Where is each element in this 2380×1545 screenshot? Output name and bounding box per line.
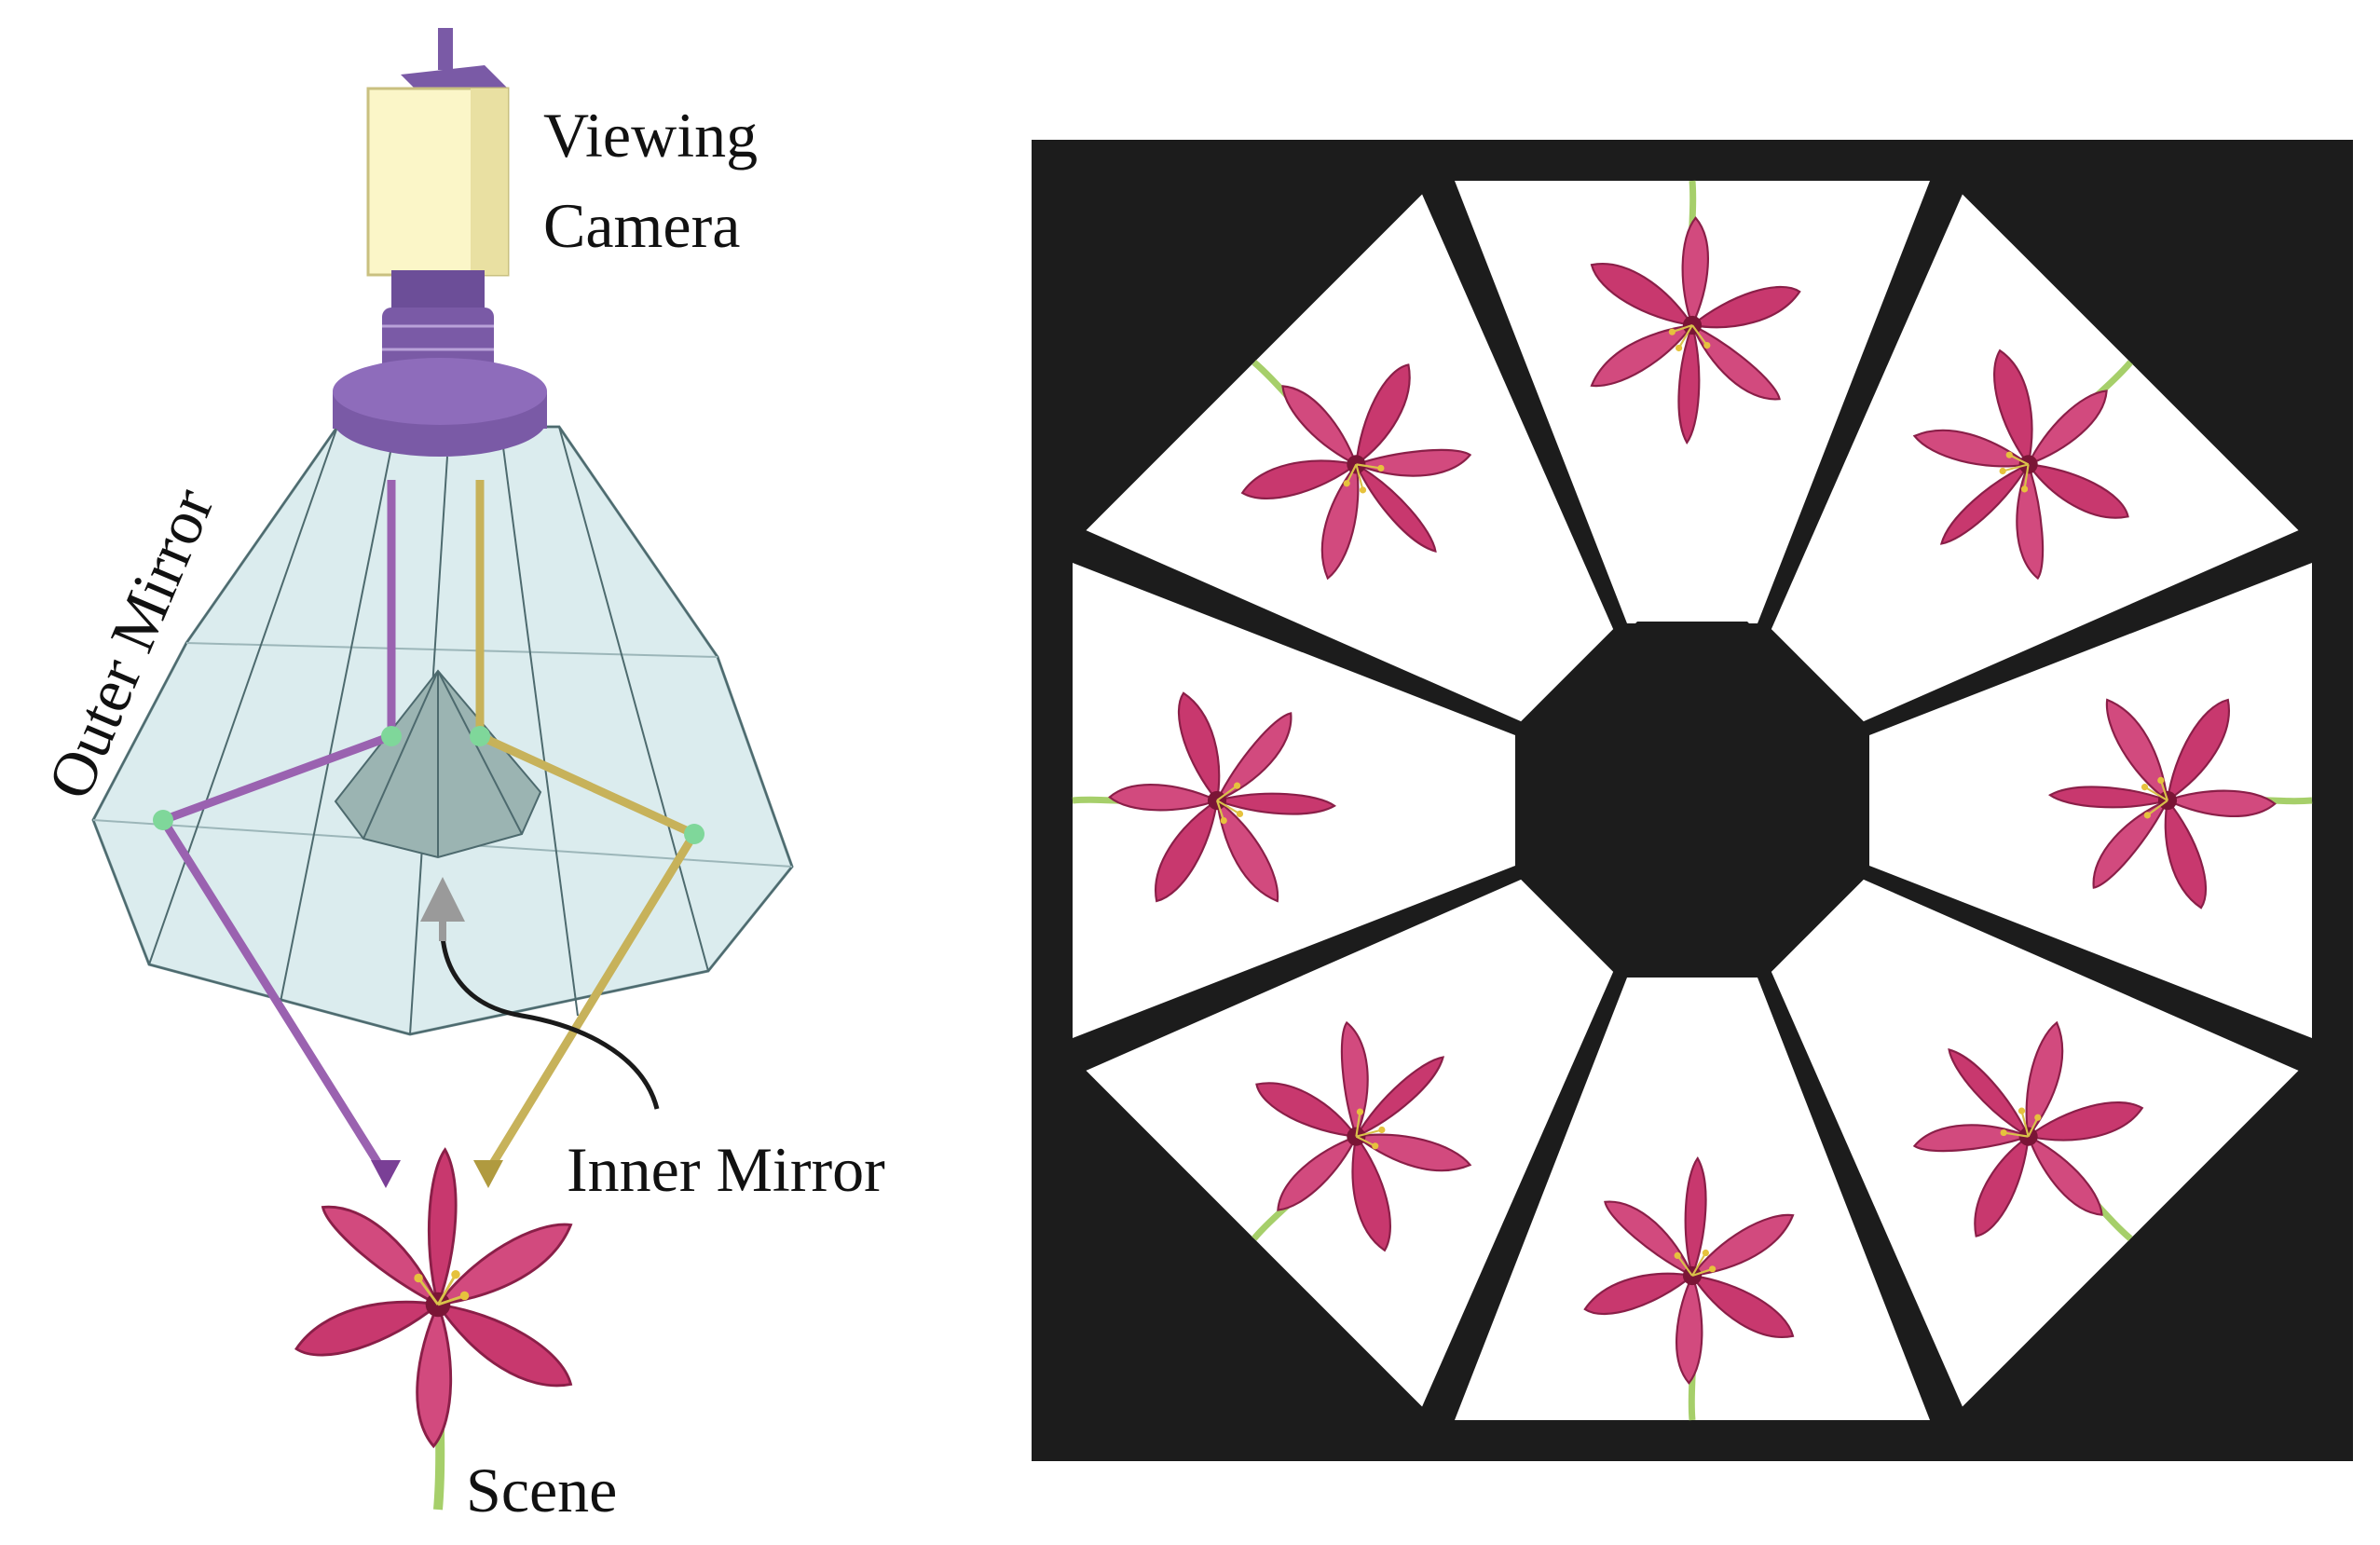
viewing-camera-label-line2: Camera <box>543 190 740 261</box>
view-top-left <box>1086 194 1614 722</box>
view-bottom-left <box>1086 879 1614 1407</box>
view-right <box>1869 563 2313 1038</box>
view-left <box>1072 563 1515 1038</box>
view-bottom-right <box>1771 879 2299 1407</box>
inner-mirror-label: Inner Mirror <box>567 1134 885 1205</box>
purple-ray-path <box>157 480 401 1188</box>
center-octagon <box>1560 622 1825 886</box>
inner-mirror-arrow <box>439 912 660 1110</box>
scene-label: Scene <box>466 1455 617 1525</box>
view-top <box>1455 180 1930 623</box>
octagon-view-image <box>1032 140 2353 1461</box>
inner-mirror-shape <box>334 669 542 859</box>
camera-icon <box>333 28 547 457</box>
view-top-right <box>1771 194 2299 722</box>
octagon-views <box>1072 180 2313 1421</box>
yellow-ray-path <box>473 480 701 1188</box>
scene-flower <box>294 1148 572 1511</box>
reflection-points <box>153 726 704 844</box>
view-bottom <box>1455 978 1930 1421</box>
camera-mirror-schematic <box>91 28 794 1511</box>
viewing-camera-label-line1: Viewing <box>543 100 758 171</box>
